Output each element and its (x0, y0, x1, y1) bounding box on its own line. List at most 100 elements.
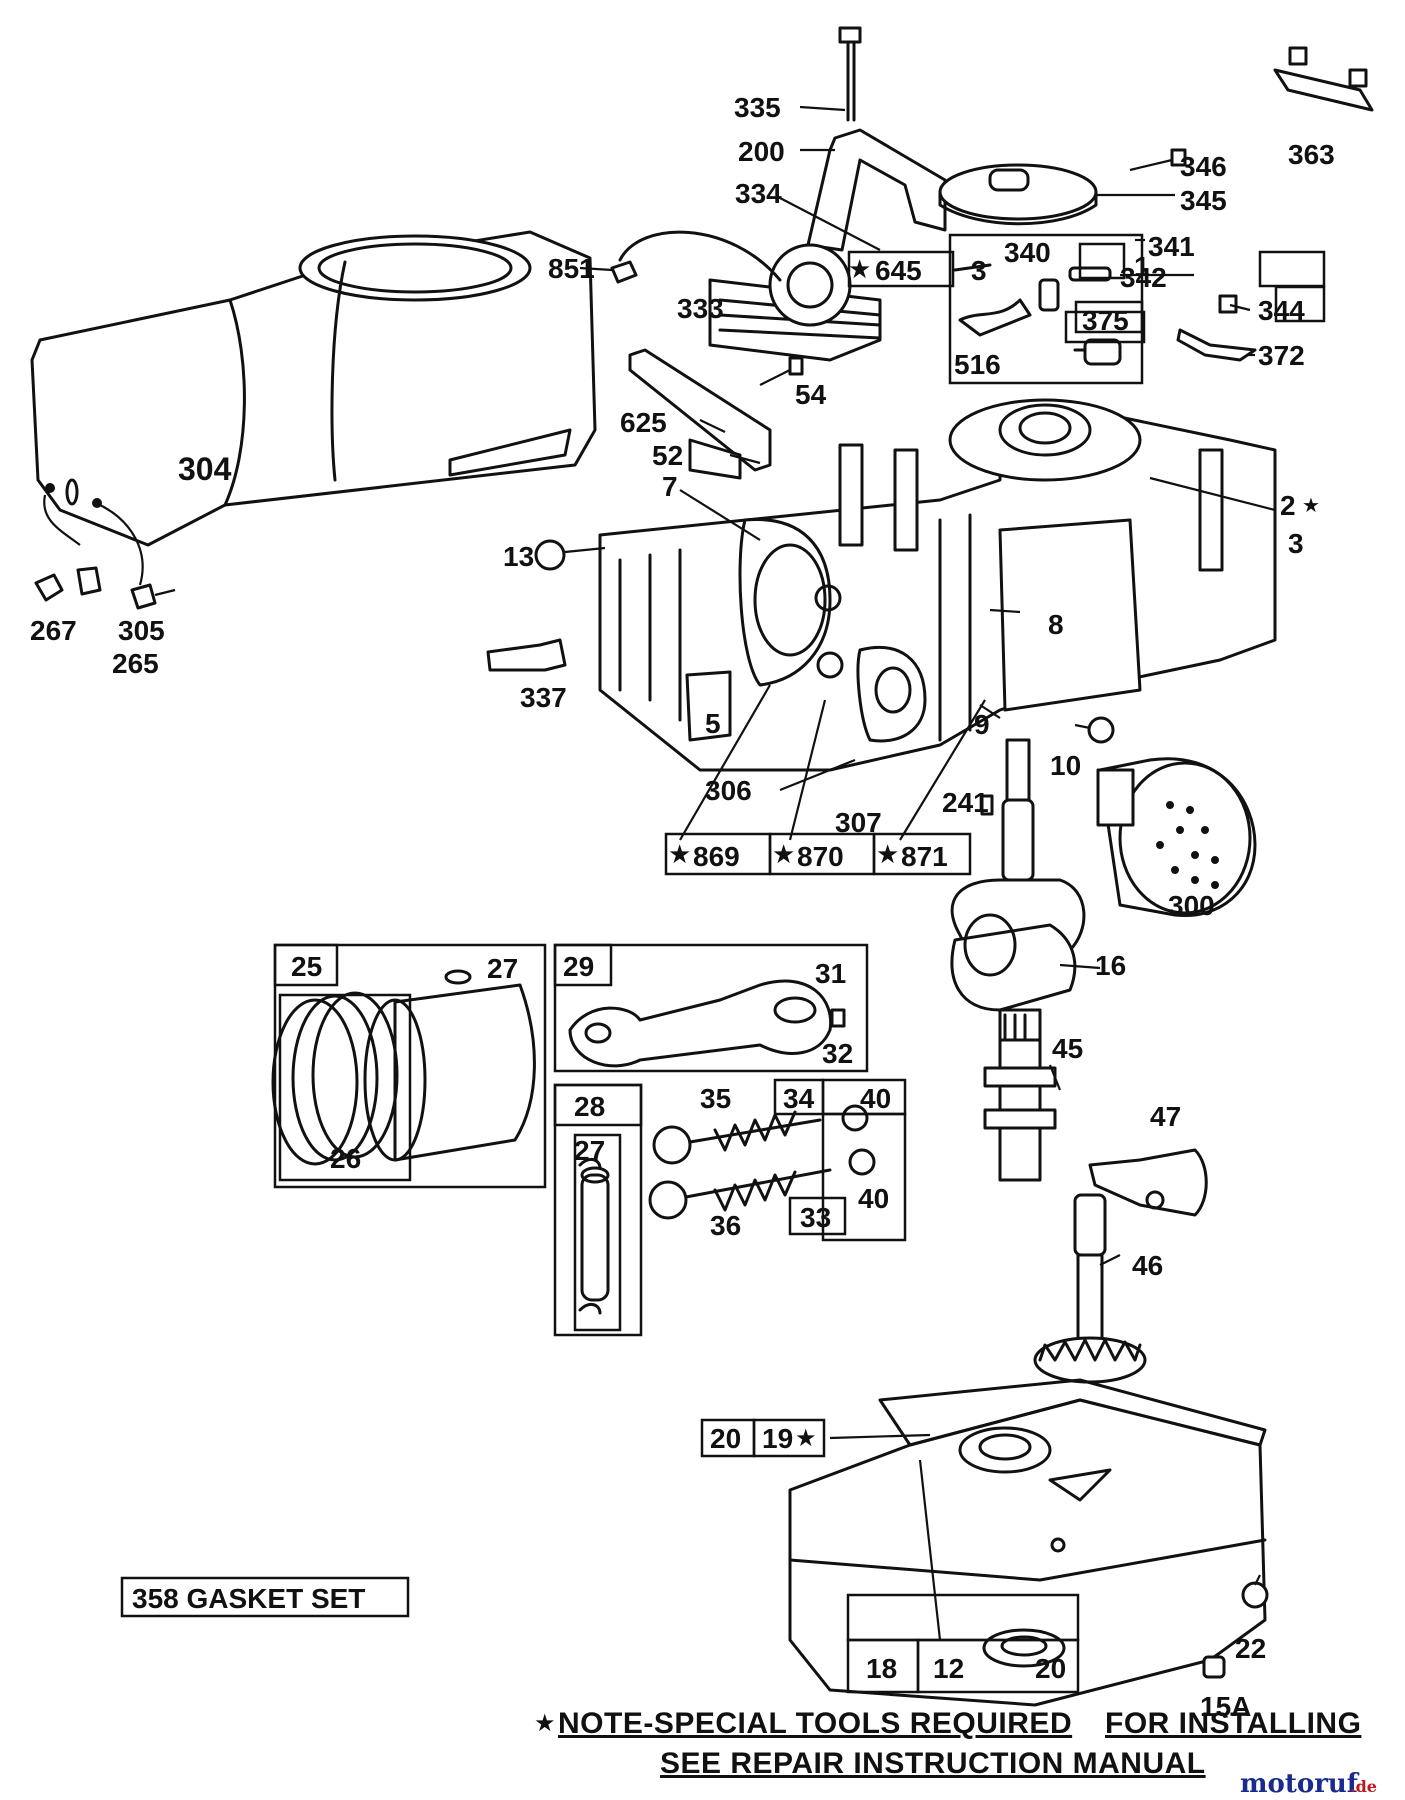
leader-lines (579, 105, 1276, 1641)
cover-drawing (938, 148, 1187, 226)
watermark-main: motoruf (1240, 1769, 1360, 1799)
muffler-drawing (980, 716, 1257, 918)
part-label-300: 300 (1168, 890, 1215, 921)
part-label-265: 265 (112, 648, 159, 679)
part-label-8: 8 (1048, 609, 1064, 640)
part-label-870-star: ★ (772, 839, 795, 869)
part-label-18: 18 (866, 1653, 897, 1684)
housing-hardware-drawing (34, 566, 176, 610)
part-label-2-star: ★ (1302, 495, 1320, 517)
note-line-1a: NOTE-SPECIAL TOOLS REQUIRED (558, 1707, 1072, 1740)
bolt-fitting-drawing (486, 539, 606, 672)
part-label-52: 52 (652, 440, 683, 471)
oil-sump-drawing (788, 1378, 1269, 1707)
part-label-16: 16 (1095, 950, 1126, 981)
part-label-340: 340 (1004, 237, 1051, 268)
part-label-871: 871 (901, 841, 948, 872)
part-label-851: 851 (548, 253, 595, 284)
gasket-set-label: 358 GASKET SET (132, 1583, 365, 1614)
part-label-36: 36 (710, 1210, 741, 1241)
part-label-13: 13 (503, 541, 534, 572)
part-label-345: 345 (1180, 185, 1227, 216)
part-label-9: 9 (974, 709, 990, 740)
camshaft-drawing (1033, 1148, 1208, 1384)
part-label-47: 47 (1150, 1101, 1181, 1132)
part-label-871-star: ★ (876, 839, 899, 869)
part-label-870: 870 (797, 841, 844, 872)
part-label-267: 267 (30, 615, 77, 646)
part-label-346: 346 (1180, 151, 1227, 182)
part-label-19: 19 (762, 1423, 793, 1454)
part-label-307: 307 (835, 807, 882, 838)
part-label-334: 334 (735, 178, 782, 209)
part-label-19-star: ★ (795, 1425, 817, 1452)
part-label-34: 34 (783, 1083, 815, 1114)
part-labels: 335 200 334 333 851 346 345 363 340 341 … (30, 92, 1335, 1722)
part-label-333: 333 (677, 293, 724, 324)
part-label-45: 45 (1052, 1033, 1083, 1064)
part-label-7: 7 (662, 471, 678, 502)
part-label-10: 10 (1050, 750, 1081, 781)
part-label-31: 31 (815, 958, 846, 989)
part-label-22: 22 (1235, 1633, 1266, 1664)
part-label-372: 372 (1258, 340, 1305, 371)
part-label-27-pin: 27 (574, 1135, 605, 1166)
part-label-35: 35 (700, 1083, 731, 1114)
part-label-625: 625 (620, 407, 667, 438)
part-label-200: 200 (738, 136, 785, 167)
part-label-645: 645 (875, 255, 922, 286)
note-line-2: SEE REPAIR INSTRUCTION MANUAL (660, 1747, 1206, 1780)
intake-pipe-drawing (628, 348, 804, 480)
blower-housing-drawing (30, 230, 597, 586)
clip-drawing (1176, 294, 1257, 362)
watermark-suffix: .de (1350, 1777, 1377, 1796)
part-label-15a: 15A (1200, 1691, 1251, 1722)
note-star: ★ (534, 1710, 556, 1737)
part-label-25: 25 (291, 951, 322, 982)
part-label-27-piston: 27 (487, 953, 518, 984)
special-tools-note: ★ NOTE-SPECIAL TOOLS REQUIRED FOR INSTAL… (534, 1707, 1361, 1780)
part-label-306: 306 (705, 775, 752, 806)
part-label-645-star: ★ (848, 254, 871, 284)
part-label-40-lower: 40 (858, 1183, 889, 1214)
note-line-1b: FOR INSTALLING (1105, 1707, 1361, 1740)
part-label-305: 305 (118, 615, 165, 646)
part-label-363: 363 (1288, 139, 1335, 170)
part-label-46: 46 (1132, 1250, 1163, 1281)
part-label-342: 342 (1120, 262, 1167, 293)
callout-boxes (120, 242, 1326, 1694)
part-label-869: 869 (693, 841, 740, 872)
watermark-logo: motoruf .de (1240, 1769, 1377, 1799)
part-label-337: 337 (520, 682, 567, 713)
plate-drawing (1273, 46, 1374, 112)
part-label-341: 341 (1148, 231, 1195, 262)
part-label-335: 335 (734, 92, 781, 123)
part-label-20-left: 20 (710, 1423, 741, 1454)
part-label-1: 1 (1134, 251, 1150, 282)
part-label-28: 28 (574, 1091, 605, 1122)
part-label-32: 32 (822, 1038, 853, 1069)
part-label-3-right: 3 (1288, 528, 1304, 559)
connecting-rod-drawing (568, 979, 846, 1068)
valves-drawing (648, 1104, 876, 1220)
part-label-304: 304 (178, 451, 232, 487)
part-label-5: 5 (705, 708, 721, 739)
part-label-375: 375 (1082, 305, 1129, 336)
piston-pin-drawing (578, 1157, 610, 1315)
part-label-54: 54 (795, 379, 827, 410)
part-label-33: 33 (800, 1202, 831, 1233)
part-label-516: 516 (954, 349, 1001, 380)
armature-drawing (610, 230, 882, 362)
part-label-3-top: 3 (971, 255, 987, 286)
part-label-29: 29 (563, 951, 594, 982)
part-label-20-bottom: 20 (1035, 1653, 1066, 1684)
part-label-869-star: ★ (668, 839, 691, 869)
part-label-241: 241 (942, 787, 989, 818)
part-label-12: 12 (933, 1653, 964, 1684)
part-label-40-upper: 40 (860, 1083, 891, 1114)
crankshaft-drawing (950, 738, 1086, 1182)
cylinder-block-drawing (598, 398, 1277, 772)
part-label-26: 26 (330, 1143, 361, 1174)
part-label-344: 344 (1258, 295, 1305, 326)
